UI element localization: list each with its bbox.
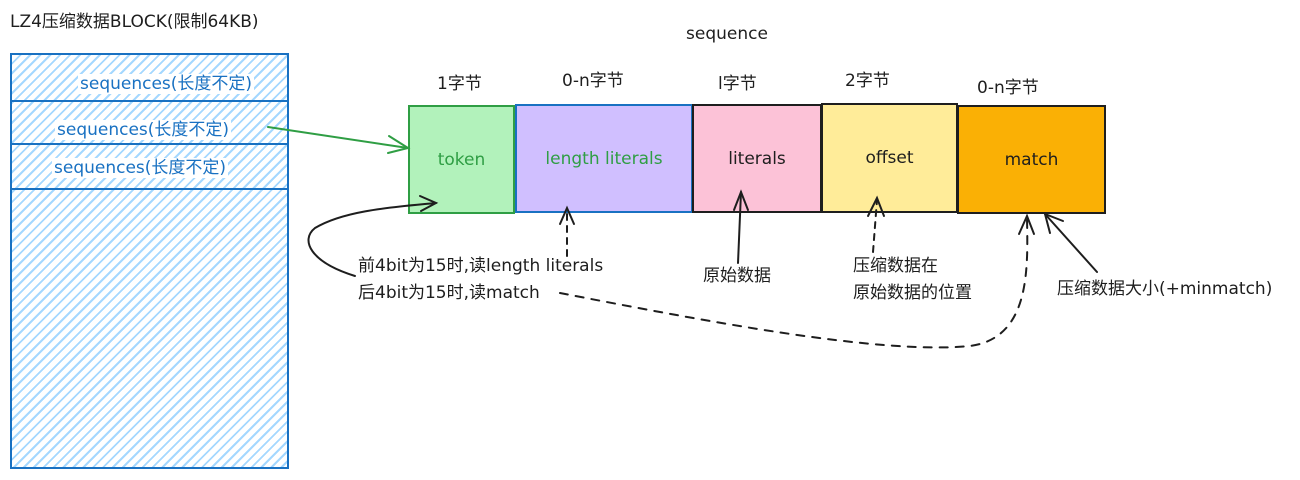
token-field: token <box>408 105 515 214</box>
sequences-row-label: sequences(长度不定) <box>55 120 232 140</box>
token-field-label: token <box>437 149 486 170</box>
sequences-row-label: sequences(长度不定) <box>52 158 229 178</box>
offset-note-line1: 压缩数据在 <box>853 256 938 276</box>
offset-field-label: offset <box>865 148 914 168</box>
match-field: match <box>957 105 1106 214</box>
length-literals-dashed-arrow <box>559 205 575 257</box>
token-note-line1: 前4bit为15时,读length literals <box>358 256 604 276</box>
length-literals-size-label: 0-n字节 <box>562 71 624 91</box>
token-note-line2: 后4bit为15时,读match <box>358 283 540 303</box>
match-arrow <box>1043 212 1098 273</box>
literals-field: literals <box>692 104 822 213</box>
literals-field-label: literals <box>728 148 786 169</box>
sequences-to-token-arrow <box>267 126 411 154</box>
offset-size-label: 2字节 <box>845 71 890 91</box>
literals-size-label: l字节 <box>718 74 757 94</box>
sequence-title: sequence <box>686 24 768 44</box>
token-note-arrow <box>307 195 439 277</box>
block-divider <box>11 188 287 190</box>
match-size-label: 0-n字节 <box>977 78 1039 98</box>
token-size-label: 1字节 <box>437 74 482 94</box>
block-divider <box>11 143 287 145</box>
match-field-label: match <box>1004 149 1059 170</box>
offset-dashed-arrow <box>867 195 885 253</box>
offset-field: offset <box>821 103 958 213</box>
literals-arrow <box>733 189 749 264</box>
block-title: LZ4压缩数据BLOCK(限制64KB) <box>10 12 259 32</box>
sequences-row-label: sequences(长度不定) <box>78 74 255 94</box>
block-divider <box>11 100 287 102</box>
length-literals-field-label: length literals <box>545 148 663 169</box>
match-note: 压缩数据大小(+minmatch) <box>1057 279 1273 299</box>
literals-note: 原始数据 <box>703 266 771 286</box>
length-literals-field: length literals <box>515 104 693 213</box>
match-dashed-arrow <box>559 213 1035 349</box>
offset-note-line2: 原始数据的位置 <box>853 283 972 303</box>
